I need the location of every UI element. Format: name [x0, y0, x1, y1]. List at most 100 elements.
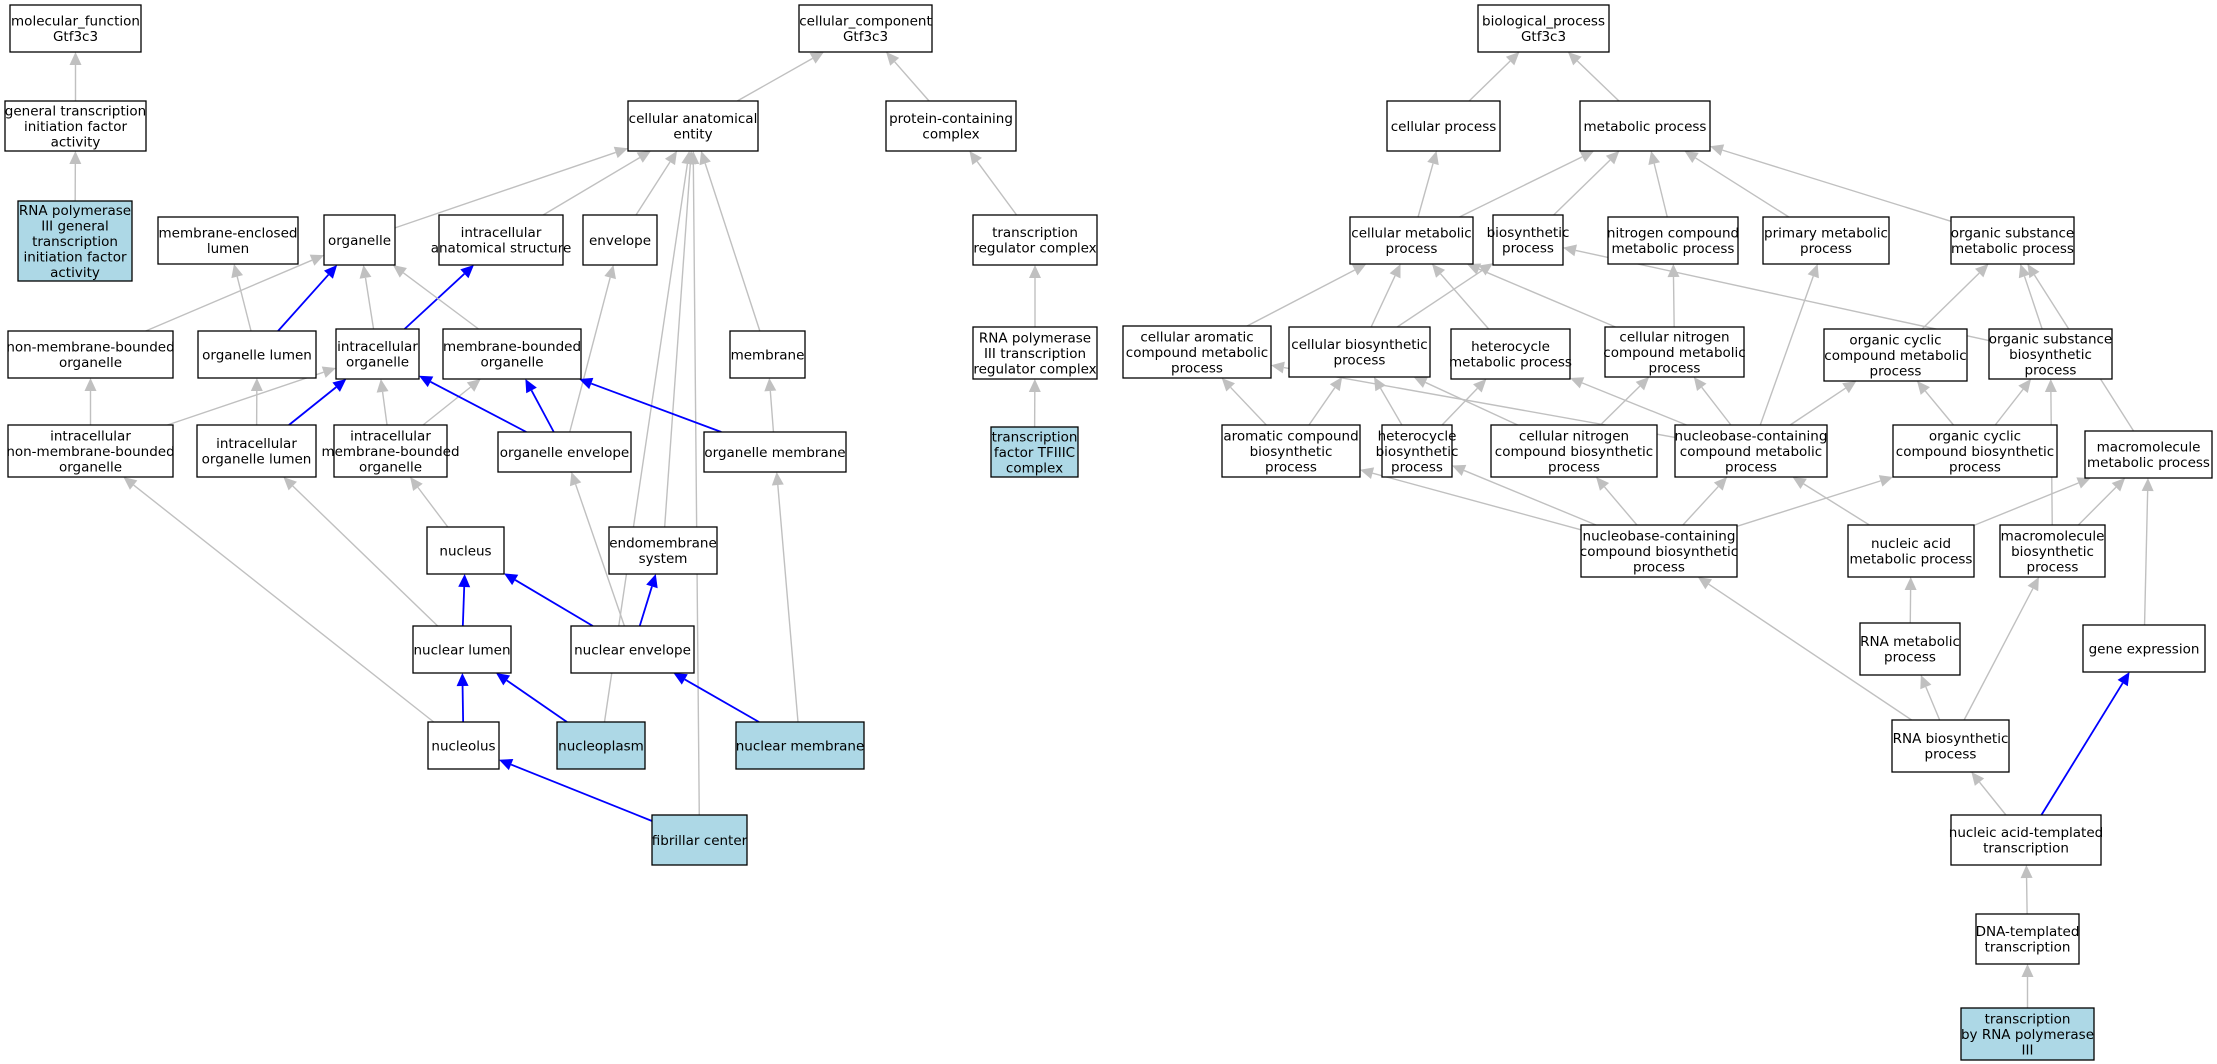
arrow-head [69, 52, 82, 65]
edge-line [510, 763, 653, 822]
node-label-line: III transcription [984, 346, 1086, 362]
node-organelle[interactable]: organelle [323, 214, 396, 266]
arrow-head [283, 477, 297, 491]
node-cp[interactable]: cellular process [1386, 100, 1501, 152]
node-label-line: process [2027, 559, 2079, 575]
node-label-line: transcription [1985, 1011, 2071, 1027]
node-label-line: nuclear envelope [574, 642, 691, 658]
node-nenv[interactable]: nuclear envelope [570, 625, 695, 674]
node-envelope[interactable]: envelope [582, 214, 658, 266]
node-box [1950, 814, 2102, 866]
edge-line [2143, 490, 2149, 626]
node-label-line: process [1548, 459, 1600, 475]
node-nucleolus[interactable]: nucleolus [427, 721, 500, 770]
edge-trnap3-to-dtt [2021, 964, 2034, 1008]
node-label-line: activity [51, 134, 101, 150]
node-label-line: envelope [589, 233, 651, 249]
node-ge[interactable]: gene expression [2082, 624, 2206, 673]
node-oenv[interactable]: organelle envelope [497, 431, 632, 473]
arrow-head [1029, 265, 1041, 278]
node-label-line: process [1800, 241, 1852, 257]
node-box [196, 424, 317, 478]
edge-line [288, 386, 337, 426]
edge-line [364, 277, 375, 330]
edge-line [167, 371, 324, 426]
node-nucleoplasm[interactable]: nucleoplasm [556, 721, 646, 770]
node-olumen[interactable]: organelle lumen [197, 330, 317, 379]
edge-line [638, 586, 653, 627]
node-membrane[interactable]: membrane [729, 330, 806, 379]
node-fc[interactable]: fibrillar center [651, 814, 748, 866]
edge-line [1963, 588, 2034, 721]
node-nlumen[interactable]: nuclear lumen [412, 625, 512, 674]
node-nmem[interactable]: nuclear membrane [735, 721, 865, 770]
node-box [582, 214, 658, 266]
node-label-line: cellular process [1391, 119, 1497, 135]
node-label-line: process [1391, 459, 1443, 475]
node-label-line: organelle [346, 355, 409, 371]
edge-line [277, 274, 330, 332]
arrow-head [687, 151, 700, 165]
node-mp[interactable]: metabolic process [1579, 100, 1711, 152]
node-inmbo[interactable]: intracellularnon-membrane-boundedorganel… [6, 424, 175, 478]
edge-cbp-to-bsp [1396, 263, 1493, 328]
edge-line [894, 61, 930, 102]
edge-omem-to-membrane [764, 378, 777, 433]
node-label-line: cellular biosynthetic [1291, 337, 1427, 353]
node-nucleus[interactable]: nucleus [426, 526, 505, 575]
node-label-line: transcription [1983, 841, 2069, 857]
node-box [442, 328, 582, 380]
arrow-head [1917, 381, 1930, 395]
edge-line [704, 163, 761, 332]
edge-nbcmp-to-occmp [1789, 381, 1857, 426]
node-box [972, 326, 1098, 380]
node-box [1859, 622, 1961, 676]
node-omem[interactable]: organelle membrane [703, 431, 847, 473]
edge-nbcbp-to-acbp [1360, 467, 1582, 531]
edge-line [1924, 390, 1955, 426]
